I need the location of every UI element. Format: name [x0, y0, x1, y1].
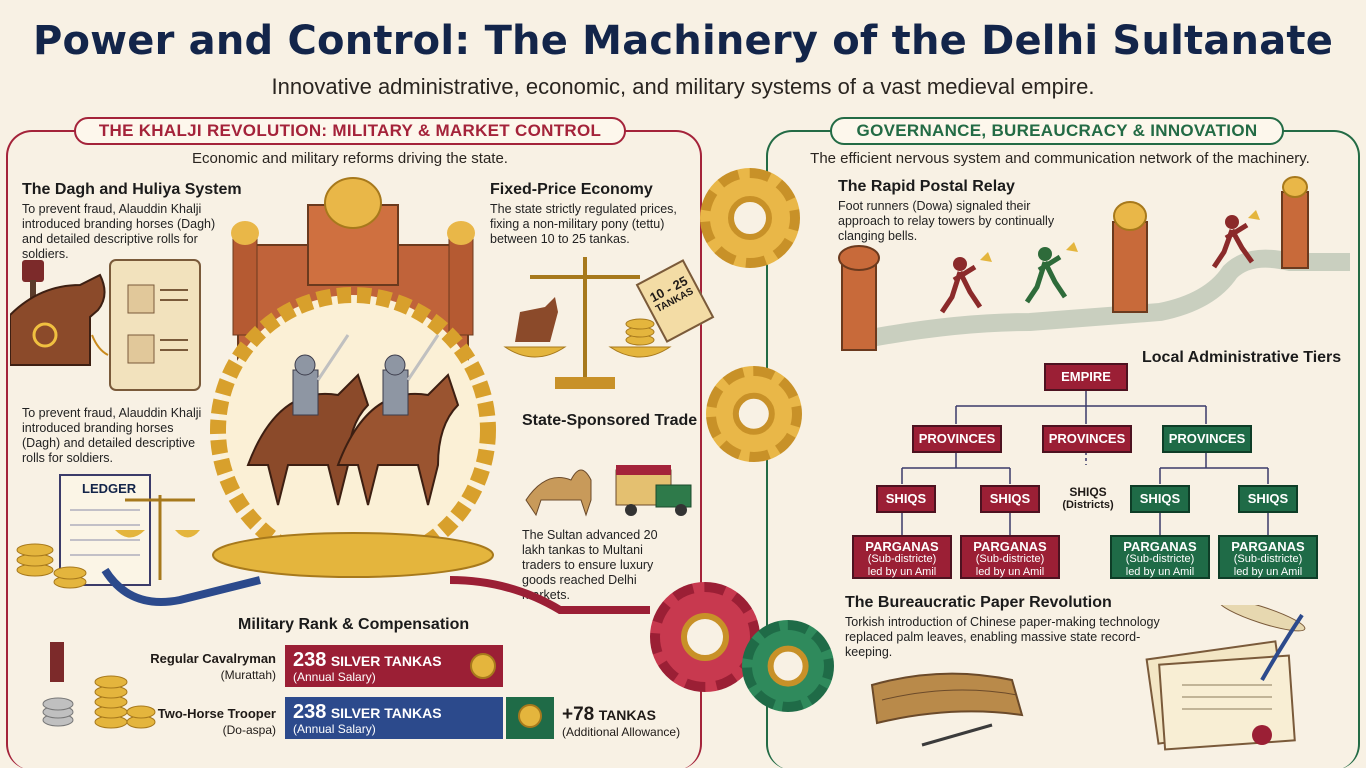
price-scale-illustration [503, 257, 672, 389]
rank-sub: (Do-aspa) [222, 723, 276, 737]
pargana-title: PARGANAS [865, 539, 939, 554]
left-section-badge: THE KHALJI REVOLUTION: MILITARY & MARKET… [74, 117, 626, 145]
page-subtitle: Innovative administrative, economic, and… [271, 74, 1095, 99]
pargana-sub: (Sub-districte) [1233, 553, 1303, 565]
salary-unit: SILVER TANKAS [330, 705, 442, 721]
bonus-value: +78 TANKAS [562, 704, 656, 726]
dagh-text: To prevent fraud, Alauddin Khalji introd… [22, 202, 216, 261]
pargana-sub: (Sub-districte) [1125, 553, 1195, 565]
salary-bar-cavalryman: 238 SILVER TANKAS (Annual Salary) [285, 645, 503, 687]
salary-note: (Annual Salary) [293, 722, 376, 736]
paper-title: The Bureaucratic Paper Revolution [845, 594, 1112, 611]
gear-icon [706, 366, 802, 462]
fort-cavalry-illustration [210, 177, 496, 578]
salary-note: (Annual Salary) [293, 670, 376, 684]
tier-province: PROVINCES [1162, 425, 1252, 453]
dagh-title: The Dagh and Huliya System [22, 181, 242, 198]
trade-caravan-illustration [525, 465, 692, 517]
coin-icon [518, 704, 542, 728]
bonus-unit: TANKAS [598, 707, 656, 723]
dagh-text-repeat: To prevent fraud, Alauddin Khalji introd… [22, 406, 202, 465]
left-section-intro: Economic and military reforms driving th… [192, 150, 508, 167]
tier-pargana: PARGANAS (Sub-districte) led by un Amil [1110, 535, 1210, 579]
shiqs-note-sub: (Districts) [1062, 499, 1114, 511]
tier-pargana: PARGANAS (Sub-districte) led by un Amil [1218, 535, 1318, 579]
pargana-sub: (Sub-districte) [867, 553, 937, 565]
shiqs-note-title: SHIQS [1069, 485, 1107, 499]
pargana-led: led by un Amil [1125, 566, 1195, 578]
pargana-led: led by un Amil [975, 566, 1045, 578]
rank-name: Regular Cavalryman [150, 651, 276, 666]
salary-bar-trooper: 238 SILVER TANKAS (Annual Salary) [285, 697, 503, 739]
shiqs-note: SHIQS (Districts) [1058, 485, 1118, 511]
tier-pargana: PARGANAS (Sub-districte) led by un Amil [960, 535, 1060, 579]
pargana-title: PARGANAS [1123, 539, 1197, 554]
tier-shiq: SHIQS [980, 485, 1040, 513]
coin-stack-illustration [42, 642, 156, 729]
paper-leaves-illustration [870, 605, 1306, 751]
branded-horse-illustration [10, 259, 201, 391]
pargana-title: PARGANAS [1231, 539, 1305, 554]
right-section-intro: The efficient nervous system and communi… [810, 150, 1310, 167]
trade-title: State-Sponsored Trade [522, 412, 698, 429]
postal-title: The Rapid Postal Relay [838, 178, 1015, 195]
tier-shiq: SHIQS [1238, 485, 1298, 513]
pargana-led: led by un Amil [1233, 566, 1303, 578]
military-title: Military Rank & Compensation [238, 616, 470, 633]
admin-tree-connectors [901, 390, 1269, 536]
pargana-title: PARGANAS [973, 539, 1047, 554]
tier-province: PROVINCES [912, 425, 1002, 453]
right-section-badge: GOVERNANCE, BUREAUCRACY & INNOVATION [830, 117, 1284, 145]
pargana-sub: (Sub-districte) [975, 553, 1045, 565]
paper-text: Torkish introduction of Chinese paper-ma… [845, 615, 1160, 659]
postal-relay-illustration [838, 176, 1350, 351]
rank-sub: (Murattah) [220, 668, 276, 682]
flow-arrows [101, 567, 650, 614]
admin-title: Local Administrative Tiers [1142, 349, 1342, 366]
salary-unit: SILVER TANKAS [330, 653, 442, 669]
fixed-price-title: Fixed-Price Economy [490, 181, 653, 198]
page-title: Power and Control: The Machinery of the … [32, 18, 1334, 64]
tier-empire: EMPIRE [1044, 363, 1128, 391]
tier-shiq: SHIQS [876, 485, 936, 513]
salary-amount: 238 [293, 649, 327, 671]
gear-icon [742, 620, 834, 712]
salary-amount: 238 [293, 701, 327, 723]
pargana-led: led by un Amil [867, 566, 937, 578]
postal-text: Foot runners (Dowa) signaled their appro… [838, 199, 1055, 243]
rank-name: Two-Horse Trooper [157, 706, 276, 721]
tier-shiq: SHIQS [1130, 485, 1190, 513]
tier-pargana: PARGANAS (Sub-districte) led by un Amil [852, 535, 952, 579]
fixed-price-text: The state strictly regulated prices, fix… [490, 202, 677, 246]
coin-icon [470, 653, 496, 679]
ledger-illustration [16, 474, 200, 589]
bonus-note: (Additional Allowance) [562, 725, 681, 739]
tier-province: PROVINCES [1042, 425, 1132, 453]
bonus-amount: +78 [562, 704, 595, 725]
gear-icon [700, 168, 800, 268]
bonus-bar [506, 697, 554, 739]
ledger-label: LEDGER [82, 481, 137, 496]
